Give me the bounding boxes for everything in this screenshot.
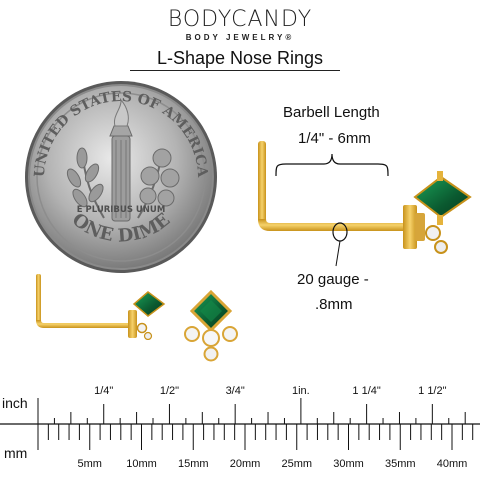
gauge-label: 20 gauge - xyxy=(297,271,369,288)
barbell-length-label: Barbell Length xyxy=(283,104,380,121)
dime-coin-image: UNITED STATES OF AMERICA ONE DIME E PLUR… xyxy=(25,81,217,273)
page-title: L-Shape Nose Rings xyxy=(156,48,324,68)
mm-mark-label: 15mm xyxy=(178,458,209,470)
mm-mark-label: 40mm xyxy=(437,458,468,470)
inch-mark-label: 3/4" xyxy=(226,385,245,397)
coin-motto: E PLURIBUS UNUM xyxy=(77,205,166,215)
mm-mark-label: 35mm xyxy=(385,458,416,470)
nose-ring-small-image xyxy=(36,274,166,340)
measurement-ruler: inch mm 1/4" 1/2" 3/4" 1in. 1 1/4" 1 1/2" 5mm… xyxy=(0,385,480,470)
inch-scale-label: inch xyxy=(2,395,28,411)
mm-scale-label: mm xyxy=(4,445,27,461)
brand-logo: BODYCANDY xyxy=(167,7,313,32)
mm-mark-label: 30mm xyxy=(333,458,364,470)
mm-labels: 5mm 10mm 15mm 20mm 25mm 30mm 35mm 40mm xyxy=(78,458,468,470)
barbell-length-value: 1/4" - 6mm xyxy=(298,130,371,147)
olive-branch-icon xyxy=(66,147,105,219)
jewel-front-view-image xyxy=(184,289,238,362)
inch-mark-label: 1in. xyxy=(292,385,310,397)
barbell-length-bracket xyxy=(275,153,389,177)
gauge-indicator xyxy=(332,222,348,267)
gauge-value: .8mm xyxy=(315,296,353,313)
ruler-ticks xyxy=(0,398,480,450)
inch-mark-label: 1 1/4" xyxy=(352,385,380,397)
torch-icon xyxy=(109,98,133,222)
mm-mark-label: 10mm xyxy=(126,458,157,470)
mm-mark-label: 5mm xyxy=(78,458,102,470)
nose-ring-large-image xyxy=(258,141,472,254)
inch-labels: 1/4" 1/2" 3/4" 1in. 1 1/4" 1 1/2" xyxy=(94,385,446,397)
mm-mark-label: 20mm xyxy=(230,458,261,470)
inch-mark-label: 1 1/2" xyxy=(418,385,446,397)
brand-subtitle: BODY JEWELRY® xyxy=(185,33,295,42)
inch-mark-label: 1/2" xyxy=(160,385,179,397)
oak-branch-icon xyxy=(137,148,180,219)
mm-mark-label: 25mm xyxy=(281,458,312,470)
title-underline xyxy=(130,70,340,71)
inch-mark-label: 1/4" xyxy=(94,385,113,397)
